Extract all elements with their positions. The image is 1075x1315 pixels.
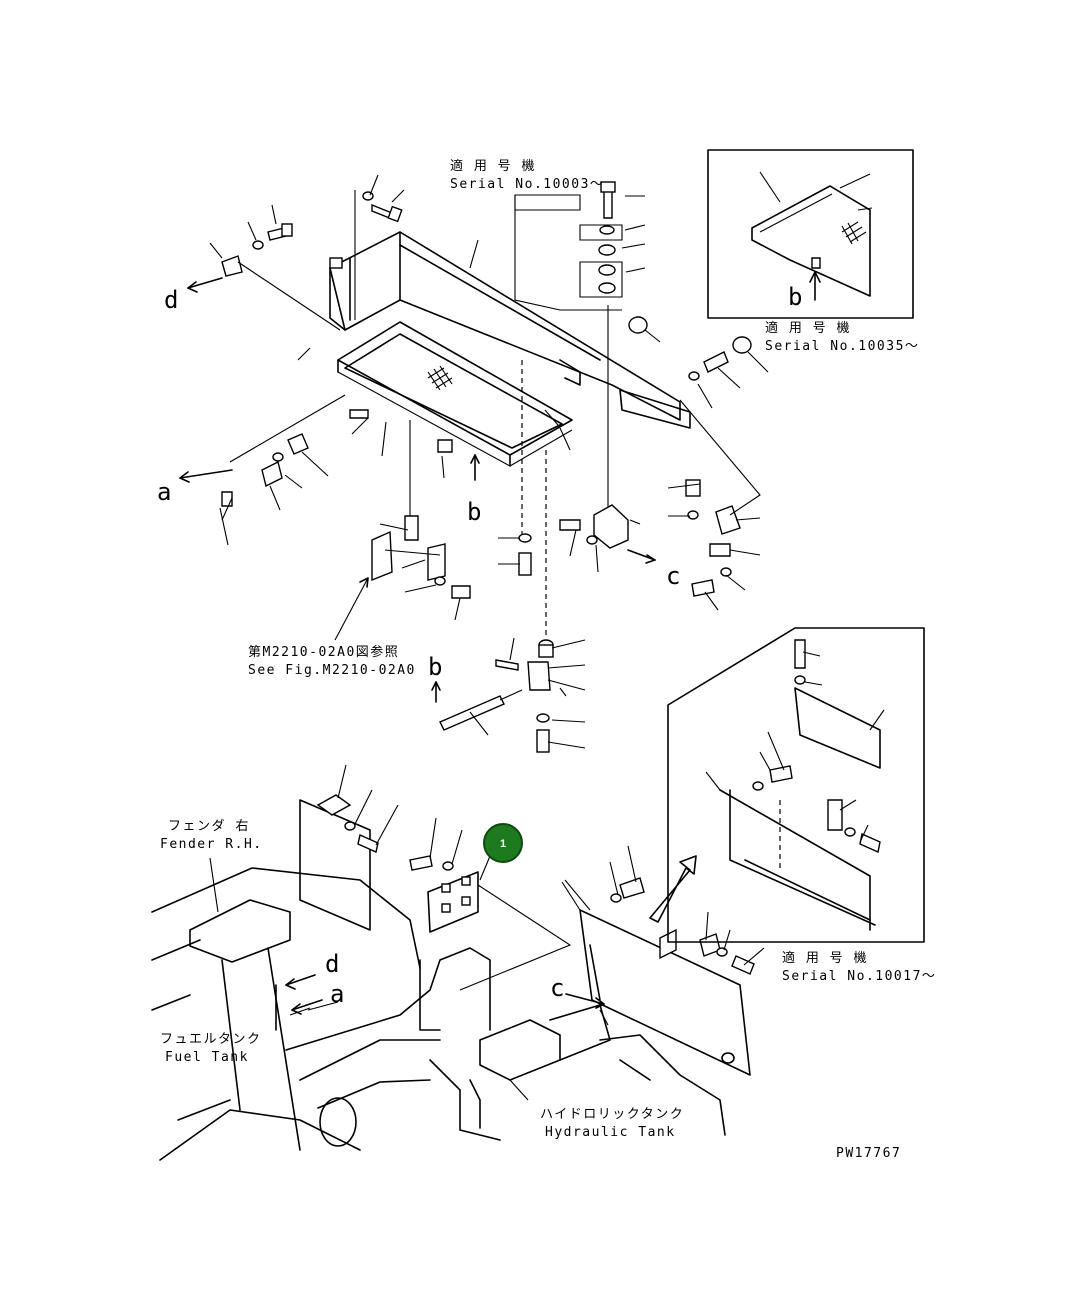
- inset-box-top: [707, 149, 914, 319]
- drawing-number: PW17767: [836, 1146, 901, 1161]
- hydraulic-tank-label-jp: ハイドロリックタンク: [540, 1107, 684, 1122]
- fender-label-en: Fender R.H.: [160, 837, 263, 852]
- view-marker-c-top: c: [666, 562, 680, 590]
- serial-inset2-en: Serial No.10017～: [782, 969, 936, 984]
- see-fig-jp: 第M2210-02A0図参照: [248, 644, 399, 660]
- see-fig-en: See Fig.M2210-02A0: [248, 663, 416, 678]
- strut-group: [439, 639, 567, 753]
- callout-badge[interactable]: 1: [483, 823, 523, 863]
- view-marker-c-lower: c: [550, 974, 564, 1002]
- view-marker-a-top: a: [157, 478, 171, 506]
- view-marker-d-top: d: [164, 286, 178, 314]
- view-arrows: [179, 277, 656, 1015]
- view-marker-b-top: b: [467, 498, 481, 526]
- callout-number: 1: [500, 838, 506, 850]
- serial-inset1-en: Serial No.10035～: [765, 339, 919, 354]
- fender-label-jp: フェンダ 右: [168, 819, 250, 834]
- fuel-tank-label-jp: フュエルタンク: [160, 1032, 262, 1047]
- fasteners-upper: [221, 181, 761, 599]
- view-marker-a-lower: a: [330, 980, 344, 1008]
- view-marker-b-inset: b: [788, 283, 802, 311]
- leader-lines: [209, 171, 885, 1101]
- view-marker-b-mid: b: [428, 653, 442, 681]
- lower-machine-body: [151, 794, 755, 1161]
- fuel-tank-label-en: Fuel Tank: [165, 1050, 249, 1065]
- serial-top-jp: 適 用 号 機: [450, 158, 536, 174]
- serial-inset2-jp: 適 用 号 機: [782, 950, 868, 966]
- hydraulic-tank-label-en: Hydraulic Tank: [545, 1125, 676, 1140]
- view-marker-d-lower: d: [325, 950, 339, 978]
- serial-inset1-jp: 適 用 号 機: [765, 320, 851, 336]
- upper-box-assembly: [229, 231, 691, 635]
- inset-box-bottom: [667, 627, 925, 943]
- serial-top-en: Serial No.10003～: [450, 177, 604, 192]
